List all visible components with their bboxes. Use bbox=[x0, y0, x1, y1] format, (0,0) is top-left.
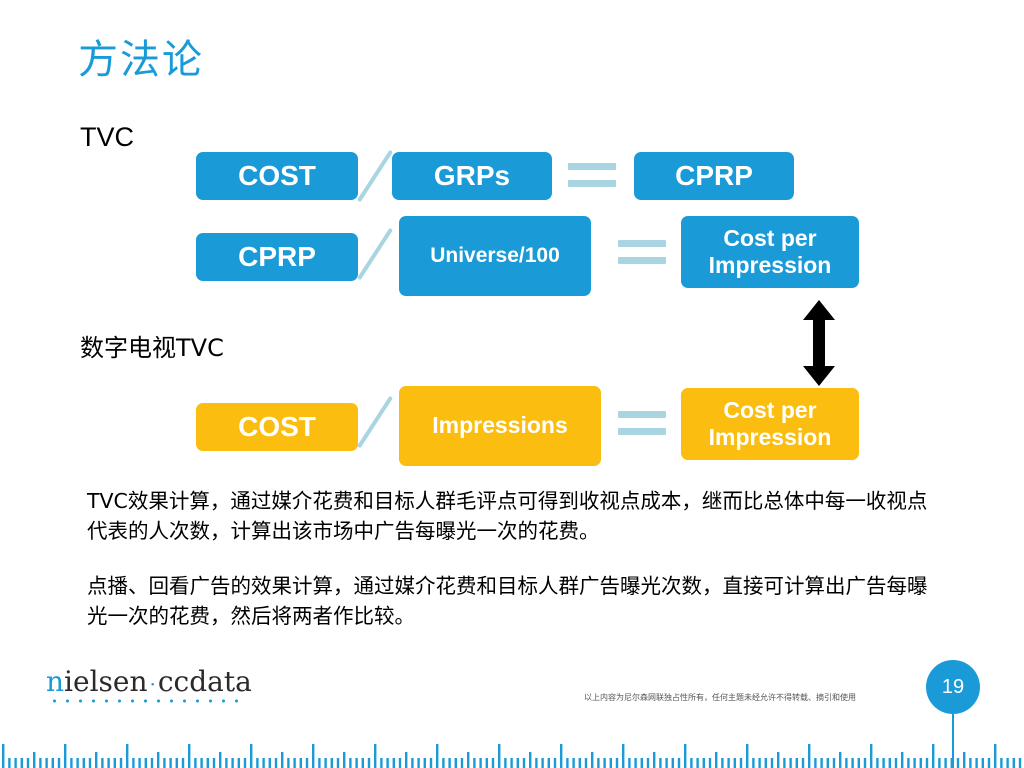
equals-operator bbox=[618, 411, 666, 435]
divide-operator bbox=[356, 395, 394, 449]
cost-per-impression-box-digital: Cost per Impression bbox=[681, 388, 859, 460]
nielsen-ccdata-logo: nielsen·ccdata bbox=[46, 668, 252, 696]
cost-box-digital: COST bbox=[196, 403, 358, 451]
logo-nielsen-text: ielsen bbox=[64, 665, 148, 698]
cost-box: COST bbox=[196, 152, 358, 200]
logo-ccdata-text: ccdata bbox=[157, 665, 252, 698]
divide-operator bbox=[356, 149, 394, 203]
ruler-decoration bbox=[2, 744, 1022, 768]
divide-operator bbox=[356, 227, 394, 281]
universe-box: Universe/100 bbox=[399, 216, 591, 296]
double-headed-vertical-arrow-icon bbox=[803, 300, 835, 386]
cprp-box: CPRP bbox=[634, 152, 794, 200]
logo-separator: · bbox=[149, 671, 156, 696]
copyright-notice: 以上内容为尼尔森网联独占性所有，任何主题未经允许不得转载、摘引和使用 bbox=[584, 693, 856, 702]
page-title: 方法论 bbox=[78, 37, 204, 83]
cost-per-impression-box: Cost per Impression bbox=[681, 216, 859, 288]
explanation-paragraph-digital: 点播、回看广告的效果计算，通过媒介花费和目标人群广告曝光次数，直接可计算出广告每… bbox=[87, 574, 928, 628]
impressions-box: Impressions bbox=[399, 386, 601, 466]
equals-operator bbox=[618, 240, 666, 264]
section-label-digital-tvc: 数字电视TVC bbox=[80, 334, 224, 362]
page-number-stem bbox=[952, 714, 954, 768]
page-number-badge: 19 bbox=[926, 660, 980, 714]
cprp-box: CPRP bbox=[196, 233, 358, 281]
equals-operator bbox=[568, 163, 616, 187]
logo-dotted-underline bbox=[48, 698, 248, 704]
explanation-paragraph-tvc: TVC效果计算，通过媒介花费和目标人群毛评点可得到收视点成本，继而比总体中每一收… bbox=[87, 489, 928, 543]
logo-first-letter: n bbox=[46, 665, 65, 698]
grps-box: GRPs bbox=[392, 152, 552, 200]
section-label-tvc: TVC bbox=[80, 122, 134, 152]
